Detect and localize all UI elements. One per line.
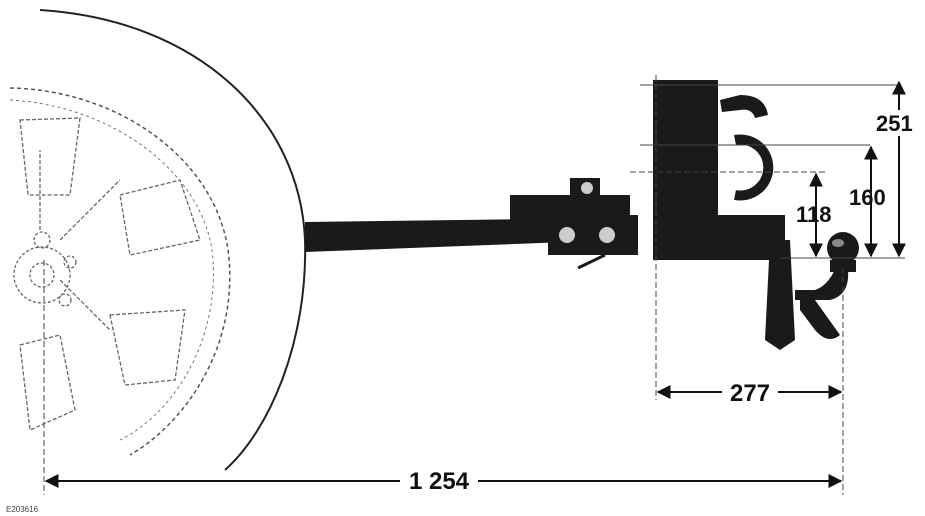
bolt-right xyxy=(599,227,615,243)
lever xyxy=(577,253,606,270)
label-bg-251 xyxy=(874,110,924,136)
dimension-label-overall-length: 1 254 xyxy=(409,468,470,495)
label-bg-1254 xyxy=(400,466,478,496)
wheel xyxy=(9,9,307,471)
figure-reference: E203616 xyxy=(6,505,39,514)
tow-ball-highlight xyxy=(832,239,844,247)
gooseneck-lower xyxy=(800,292,840,339)
bolt-left xyxy=(559,227,575,243)
rim-outline xyxy=(9,87,231,456)
wheel-hub xyxy=(13,231,77,307)
bracket-bolt xyxy=(581,182,593,194)
dimension-label-ball-offset: 277 xyxy=(730,380,770,407)
cross-beam xyxy=(305,218,620,252)
dimension-label-160: 160 xyxy=(849,185,886,210)
tow-ball xyxy=(827,232,859,264)
hook-ring xyxy=(734,134,774,201)
dimension-label-118: 118 xyxy=(796,202,832,227)
wheel-spokes xyxy=(19,117,201,431)
reference-lines xyxy=(43,75,905,495)
dimension-label-251: 251 xyxy=(876,111,913,136)
tow-bar-assembly xyxy=(305,80,859,350)
rim-inner xyxy=(9,99,214,441)
upper-hook xyxy=(720,95,768,118)
neck xyxy=(765,240,795,350)
label-bg-277 xyxy=(722,380,778,406)
tow-ball-collar xyxy=(830,260,856,272)
dimension-lines xyxy=(44,80,906,488)
tyre-outline xyxy=(39,9,307,471)
